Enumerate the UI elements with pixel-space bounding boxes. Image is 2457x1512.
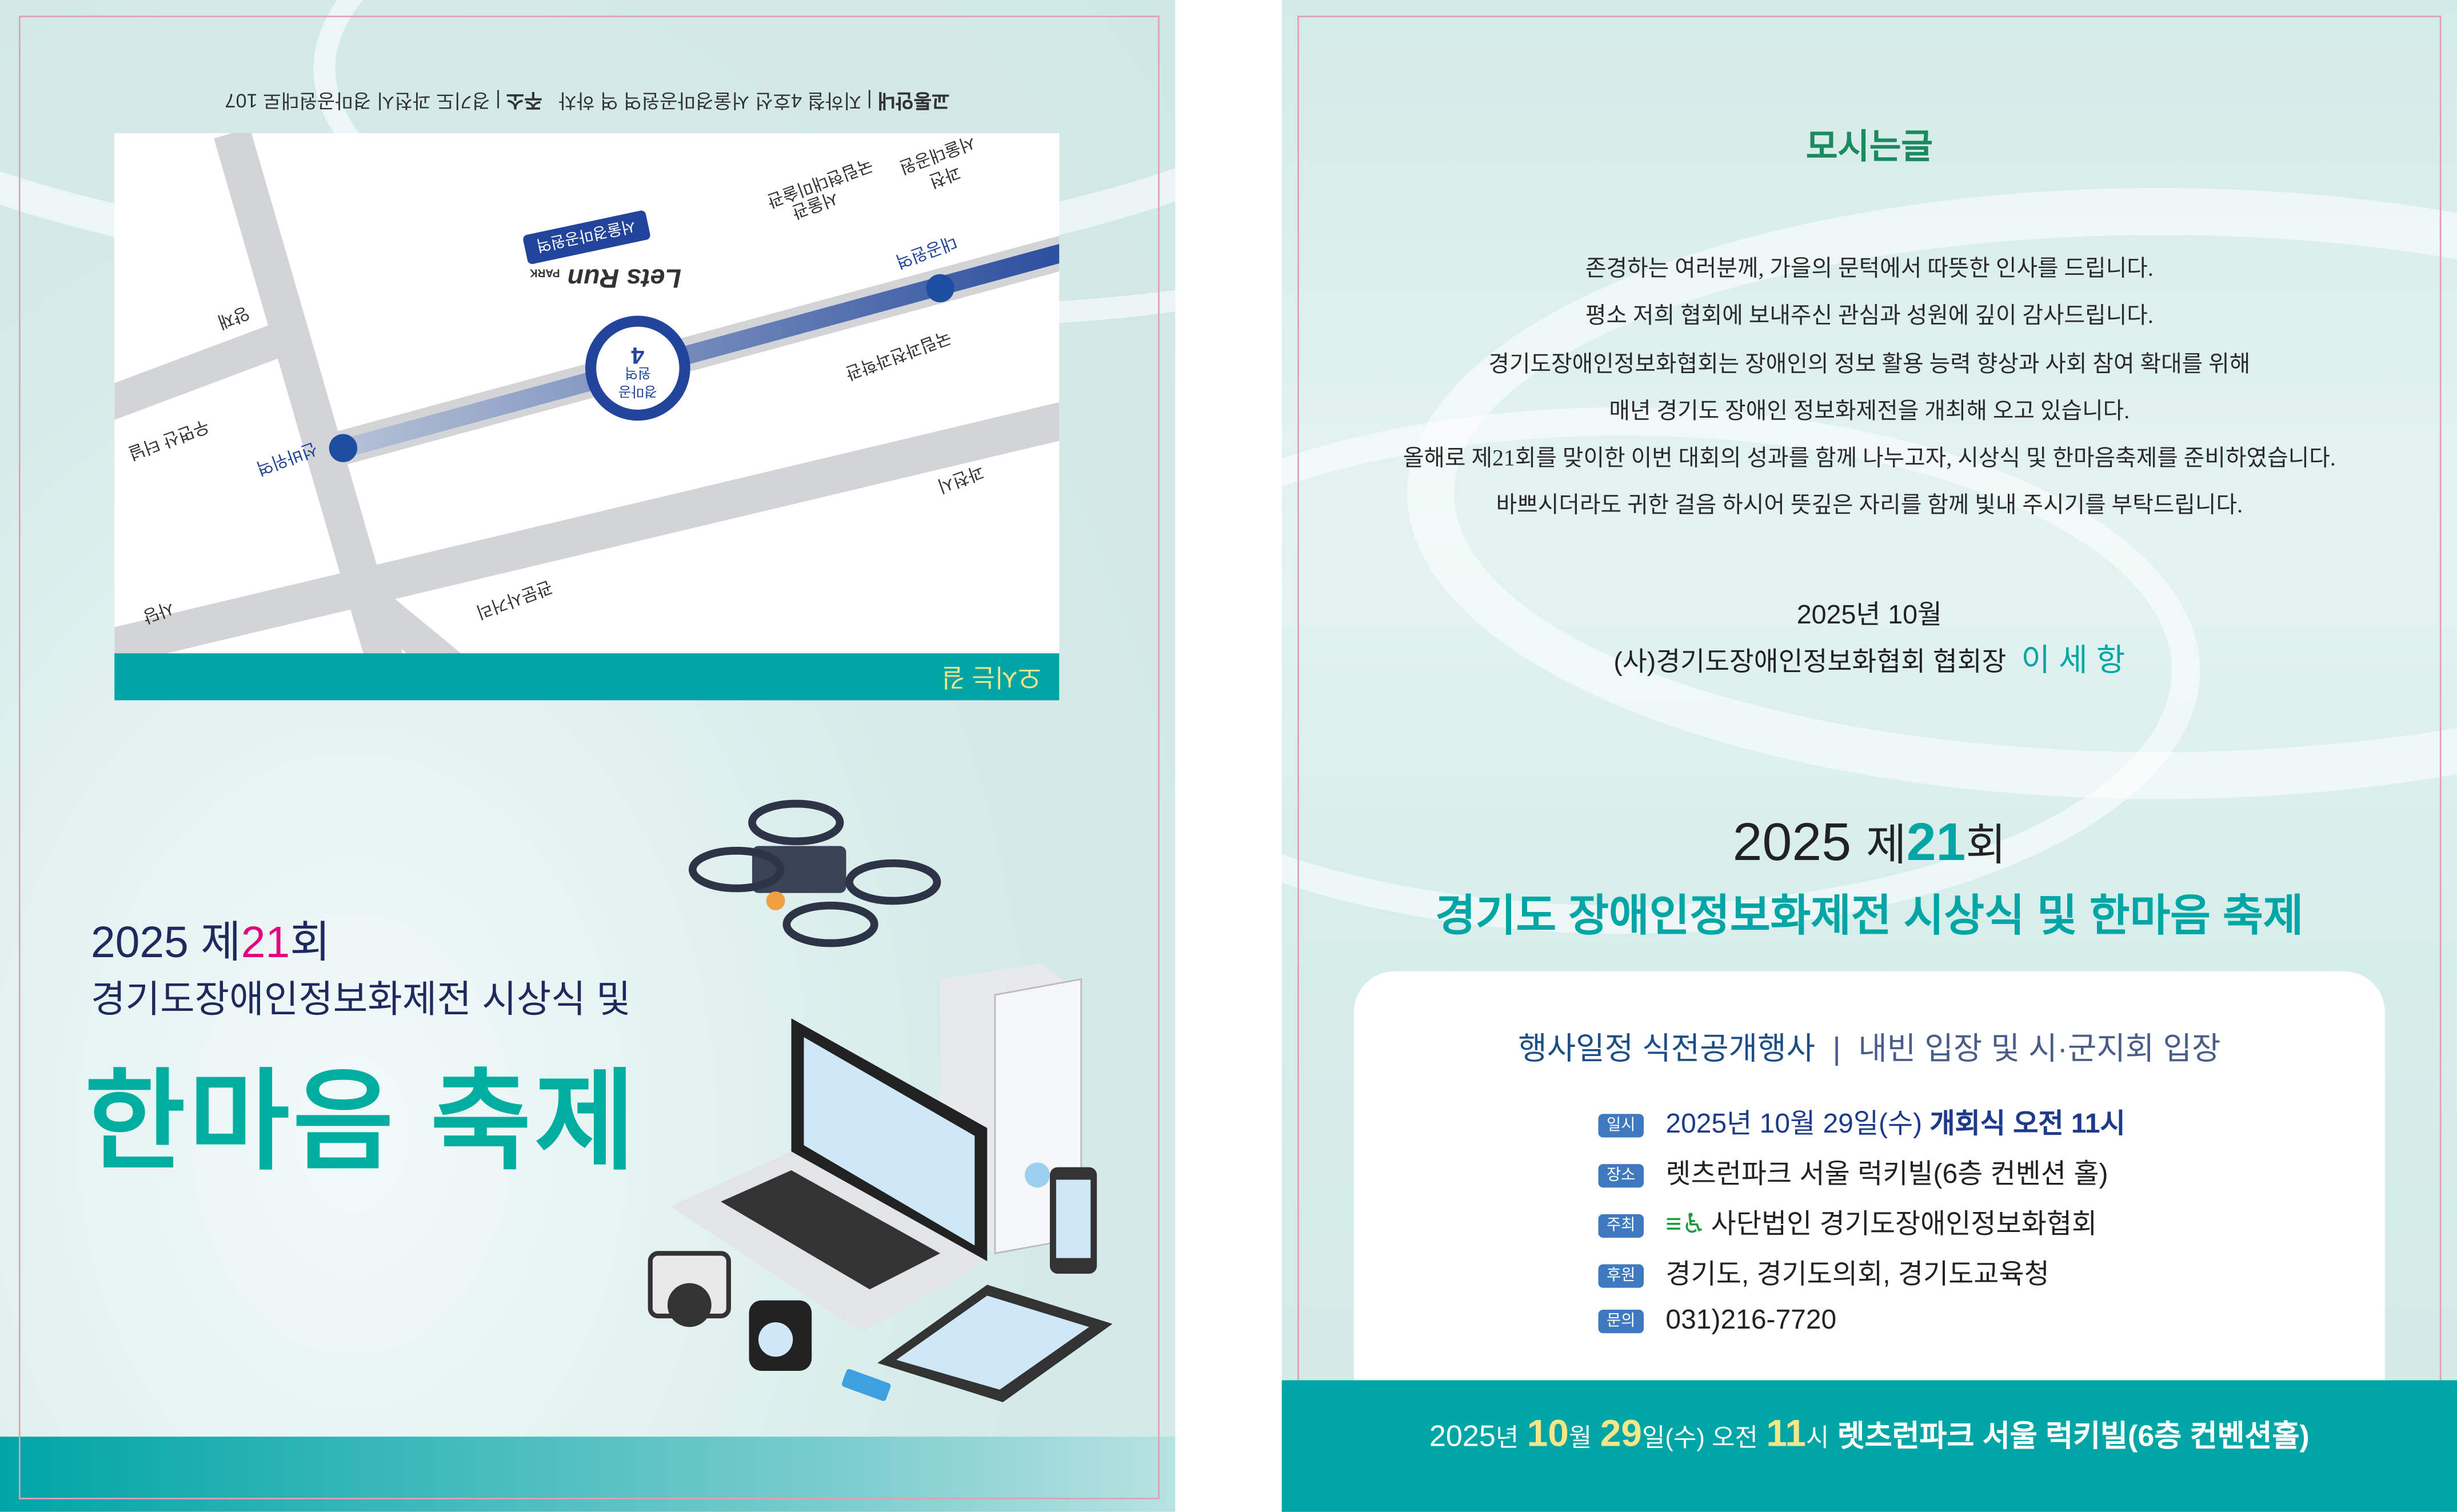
station-dot <box>329 434 358 462</box>
devices-illustration <box>648 799 1113 1402</box>
letter-line: 바쁘시더라도 귀한 걸음 하시어 뜻깊은 자리를 함께 빛내 주시기를 부탁드립… <box>1496 494 2243 519</box>
map-roads <box>114 133 1060 701</box>
signer-org: (사)경기도장애인정보화협회 협회장 <box>1613 647 2007 677</box>
letter-line: 존경하는 여러분께, 가을의 문턱에서 따뜻한 인사를 드립니다. <box>1585 257 2154 282</box>
camera-icon <box>648 1251 732 1327</box>
road <box>114 321 293 420</box>
letter-line: 평소 저희 협회에 보내주신 관심과 성원에 깊이 감사드립니다. <box>1585 304 2154 330</box>
footer-event-summary: 2025년 10월 29일(수) 오전 11시 렛츠런파크 서울 럭키빌(6층 … <box>1429 1413 2310 1456</box>
signer-name: 이 세 항 <box>2021 643 2126 679</box>
letter-line: 매년 경기도 장애인 정보화제전을 개최해 오고 있습니다. <box>1609 399 2130 425</box>
map-title: 오시는 길 <box>941 662 1041 690</box>
address-line: 교통안내 | 지하철 4호선 서울경마공원역 역 하차 주소 | 경기도 과천시… <box>225 89 950 111</box>
footer-band <box>1281 1380 2457 1512</box>
letter-date: 2025년 10월 <box>1796 600 1942 630</box>
cover-subtitle: 경기도장애인정보화제전 시상식 및 <box>91 979 631 1022</box>
association-logo-icon: ≡♿ <box>1665 1207 1707 1239</box>
smartwatch-icon <box>749 1300 812 1371</box>
usb-icon <box>841 1369 891 1401</box>
letter-signature: (사)경기도장애인정보화협회 협회장 이 세 항 <box>1282 634 2457 680</box>
road <box>214 133 415 701</box>
address-label: 주소 <box>506 89 542 111</box>
invitation-letter: 존경하는 여러분께, 가을의 문턱에서 따뜻한 인사를 드립니다. 평소 저희 … <box>1282 246 2457 530</box>
station-marker <box>585 315 690 421</box>
event-edition: 2025 제21회 <box>1732 813 2006 873</box>
event-schedule: 행사일정 식전공개행사 | 내빈 입장 및 시·군지회 입장 <box>1518 1032 2221 1067</box>
map-cover-page: 교통안내 | 지하철 4호선 서울경마공원역 역 하차 주소 | 경기도 과천시… <box>0 0 1176 1512</box>
event-title: 경기도 장애인정보화제전 시상식 및 한마음 축제 <box>1435 891 2304 941</box>
phone-icon <box>1049 1167 1097 1274</box>
invitation-heading: 모시는글 <box>1805 127 1933 166</box>
station-dot <box>926 274 954 303</box>
letter-line: 올해로 제21회를 맞이한 이번 대회의 성과를 함께 나누고자, 시상식 및 … <box>1403 446 2336 472</box>
event-info-card <box>1353 971 2385 1442</box>
letter-line: 경기도장애인정보화협회는 장애인의 정보 활용 능력 향상과 사회 참여 확대를… <box>1488 351 2251 377</box>
detail-row-host: 주최≡♿사단법인 경기도장애인정보화협회 <box>1598 1203 2097 1243</box>
cover-edition: 2025 제21회 <box>91 918 330 967</box>
tablet-icon <box>877 1285 1113 1402</box>
laptop-icon <box>670 1018 988 1332</box>
drone-icon <box>688 799 941 947</box>
schedule-part-b: 내빈 입장 및 시·군지회 입장 <box>1858 1032 2221 1067</box>
letsrun-park-logo: Lets Run PARK <box>529 263 682 293</box>
directions-text: 지하철 4호선 서울경마공원역 역 하차 <box>558 89 862 111</box>
map-title-bar: 오시는 길 <box>114 653 1060 701</box>
cover-title: 한마음 축제 <box>85 1061 639 1183</box>
road <box>114 402 1060 666</box>
directions-label: 교통안내 <box>877 89 950 111</box>
bottom-band <box>0 1437 1176 1512</box>
address-text: 경기도 과천시 경마공원대로 107 <box>225 89 490 111</box>
schedule-part-a: 행사일정 식전공개행사 <box>1518 1032 1816 1067</box>
